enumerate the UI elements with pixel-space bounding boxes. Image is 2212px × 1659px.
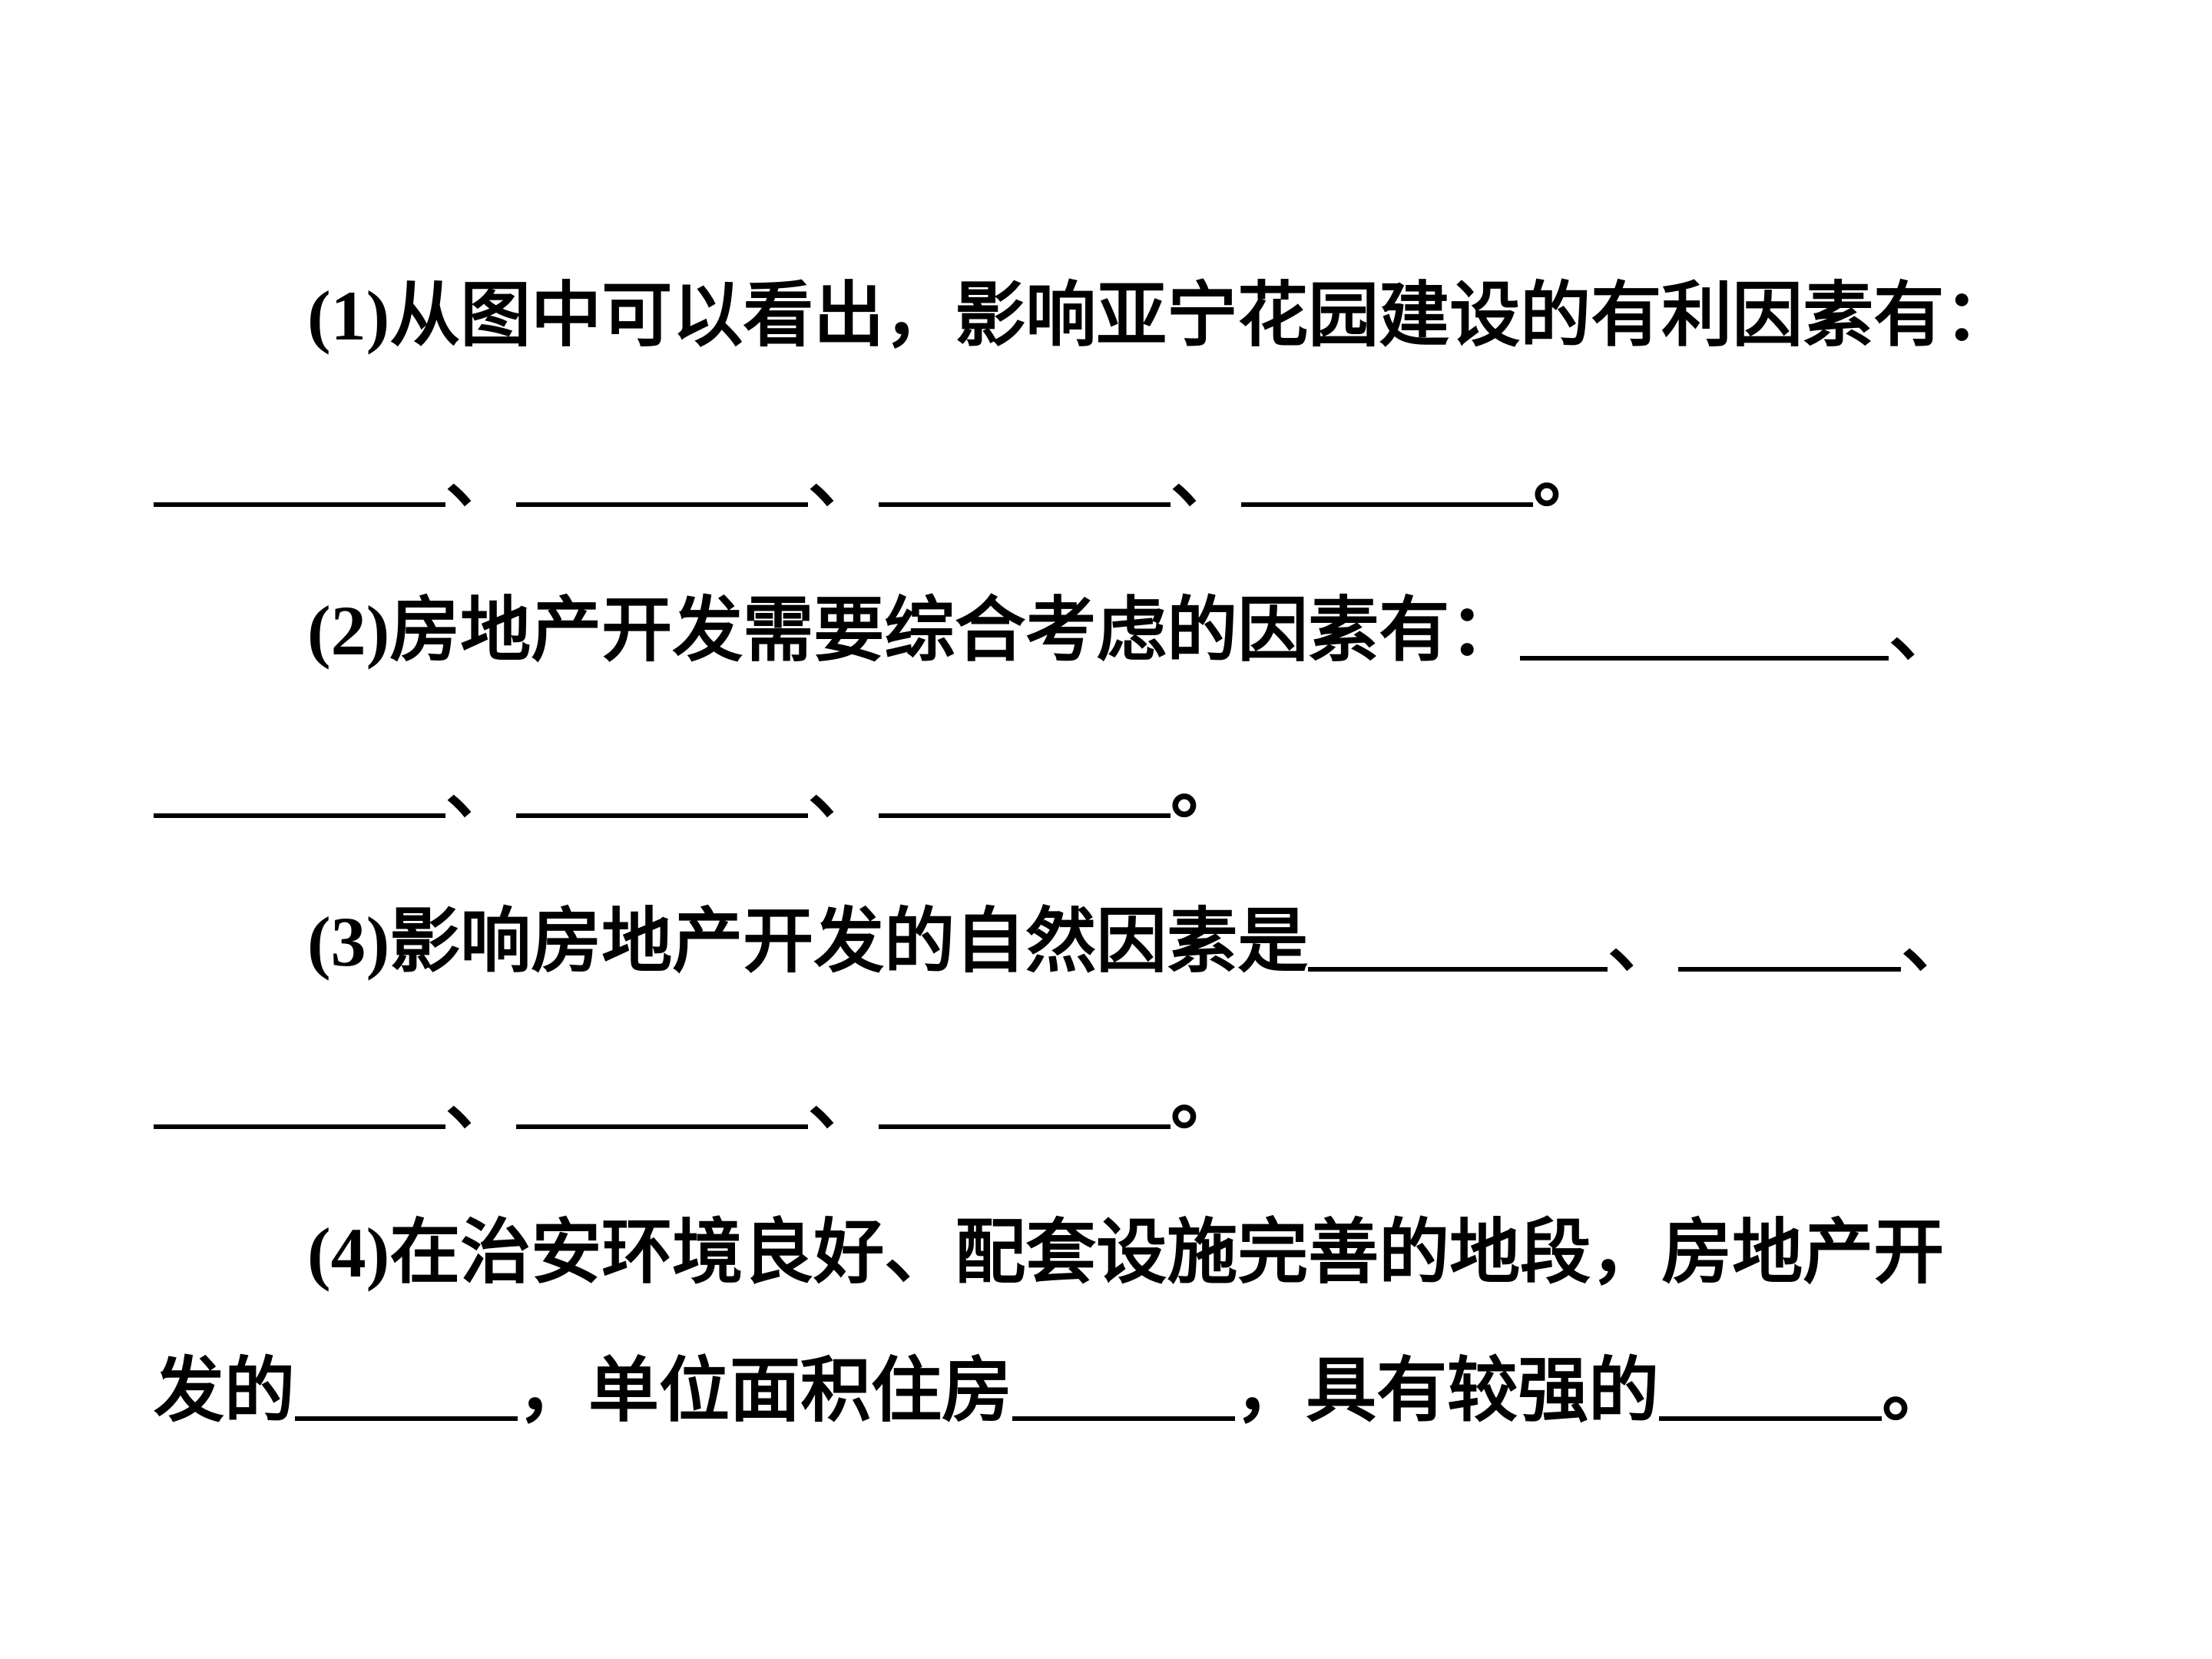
question-4-text-c: 单位面积住房 — [588, 1349, 1013, 1432]
answer-blank[interactable] — [1241, 502, 1534, 507]
question-4-line-1: (4)在治安环境良好、配套设施完善的地段，房地产开 — [0, 1194, 2212, 1310]
question-2-line-1: (2)房地产开发需要综合考虑的因素有： 、 — [0, 572, 2212, 687]
answer-blank[interactable] — [295, 1416, 518, 1421]
question-2-number: (2) — [307, 591, 390, 670]
sentence-end: 。 — [1882, 1349, 1953, 1432]
question-4-number: (4) — [307, 1214, 390, 1292]
separator: 、 — [808, 746, 879, 829]
separator: 、 — [1608, 899, 1679, 982]
separator: 、 — [1901, 899, 1972, 982]
separator: 、 — [1171, 435, 1242, 518]
question-3-line-1: (3)影响房地产开发的自然因素是 、 、 — [0, 883, 2212, 998]
separator: 、 — [445, 1057, 517, 1140]
sentence-end: 。 — [1533, 435, 1604, 518]
answer-blank[interactable] — [516, 1124, 809, 1129]
comma: ， — [518, 1349, 589, 1432]
question-1-text: 从图中可以看出，影响亚宁花园建设的有利因素有： — [389, 273, 2015, 356]
question-2-line-2: 、 、 。 — [0, 730, 2212, 845]
question-4-line-2: 发的，单位面积住房，具有较强的。 — [0, 1333, 2212, 1448]
separator: 、 — [1889, 588, 1960, 671]
answer-blank[interactable] — [1678, 967, 1902, 972]
answer-blank[interactable] — [154, 1124, 445, 1129]
sentence-end: 。 — [1171, 1057, 1242, 1140]
question-4-text-a: 在治安环境良好、配套设施完善的地段，房地产开 — [389, 1210, 1945, 1293]
question-1-number: (1) — [307, 276, 390, 355]
question-3-line-2: 、 、 。 — [0, 1041, 2212, 1156]
question-1-line-1: (1)从图中可以看出，影响亚宁花园建设的有利因素有： — [0, 257, 2212, 373]
question-4-text-b: 发的 — [154, 1349, 296, 1432]
answer-blank[interactable] — [154, 813, 445, 818]
answer-blank[interactable] — [1659, 1416, 1883, 1421]
answer-blank[interactable] — [1308, 967, 1608, 972]
sentence-end: 。 — [1171, 746, 1242, 829]
answer-blank[interactable] — [516, 502, 809, 507]
answer-blank[interactable] — [879, 502, 1171, 507]
separator: 、 — [808, 1057, 879, 1140]
comma: ， — [1235, 1349, 1306, 1432]
answer-blank[interactable] — [879, 813, 1171, 818]
question-3-text: 影响房地产开发的自然因素是 — [389, 899, 1309, 982]
answer-blank[interactable] — [154, 502, 445, 507]
answer-blank[interactable] — [1012, 1416, 1236, 1421]
question-2-text: 房地产开发需要综合考虑的因素有： — [389, 588, 1521, 671]
separator: 、 — [445, 435, 517, 518]
answer-blank[interactable] — [1520, 656, 1889, 661]
answer-blank[interactable] — [516, 813, 809, 818]
answer-blank[interactable] — [879, 1124, 1171, 1129]
question-3-number: (3) — [307, 902, 390, 981]
separator: 、 — [445, 746, 517, 829]
separator: 、 — [808, 435, 879, 518]
question-1-line-2: 、 、 、 。 — [0, 419, 2212, 534]
question-4-text-d: 具有较强的 — [1306, 1349, 1660, 1432]
